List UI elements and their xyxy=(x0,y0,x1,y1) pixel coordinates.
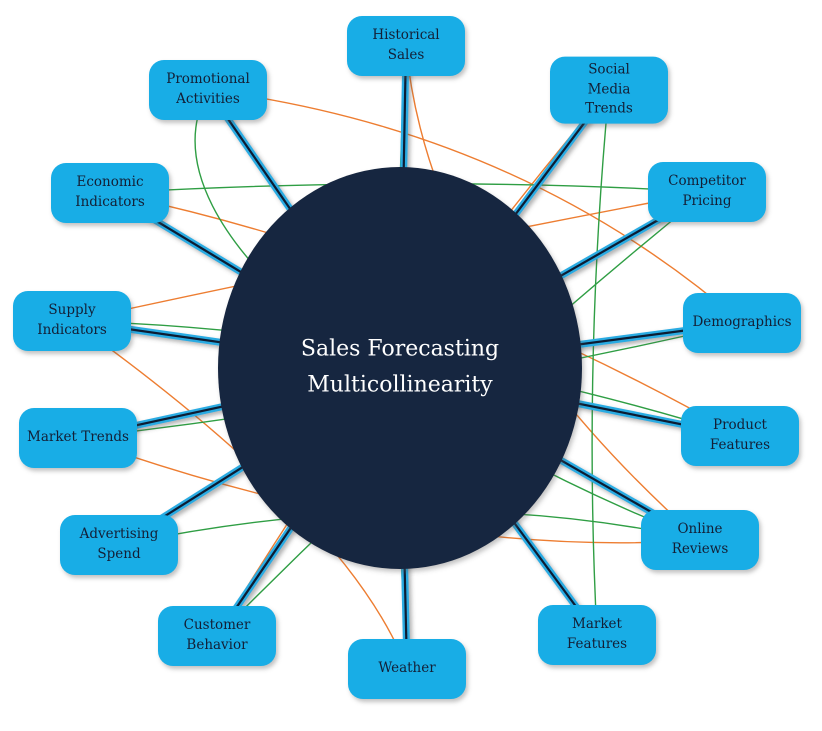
link-promotional-activities-demographics xyxy=(207,89,743,324)
node-online-reviews: Online Reviews xyxy=(641,510,759,570)
node-social-media-trends: Social Media Trends xyxy=(550,56,668,124)
node-historical-sales: Historical Sales xyxy=(347,16,465,76)
node-market-features: Market Features xyxy=(538,605,656,665)
node-product-features: Product Features xyxy=(681,406,799,466)
node-demographics: Demographics xyxy=(683,293,801,353)
node-weather: Weather xyxy=(348,639,466,699)
center-ellipse xyxy=(218,167,582,569)
node-competitor-pricing: Competitor Pricing xyxy=(648,162,766,222)
link-social-media-trends-market-features xyxy=(591,89,610,636)
node-market-trends: Market Trends xyxy=(19,408,137,468)
node-advertising-spend: Advertising Spend xyxy=(60,515,178,575)
node-supply-indicators: Supply Indicators xyxy=(13,291,131,351)
node-economic-indicators: Economic Indicators xyxy=(51,163,169,223)
node-customer-behavior: Customer Behavior xyxy=(158,606,276,666)
node-promotional-activities: Promotional Activities xyxy=(149,60,267,120)
